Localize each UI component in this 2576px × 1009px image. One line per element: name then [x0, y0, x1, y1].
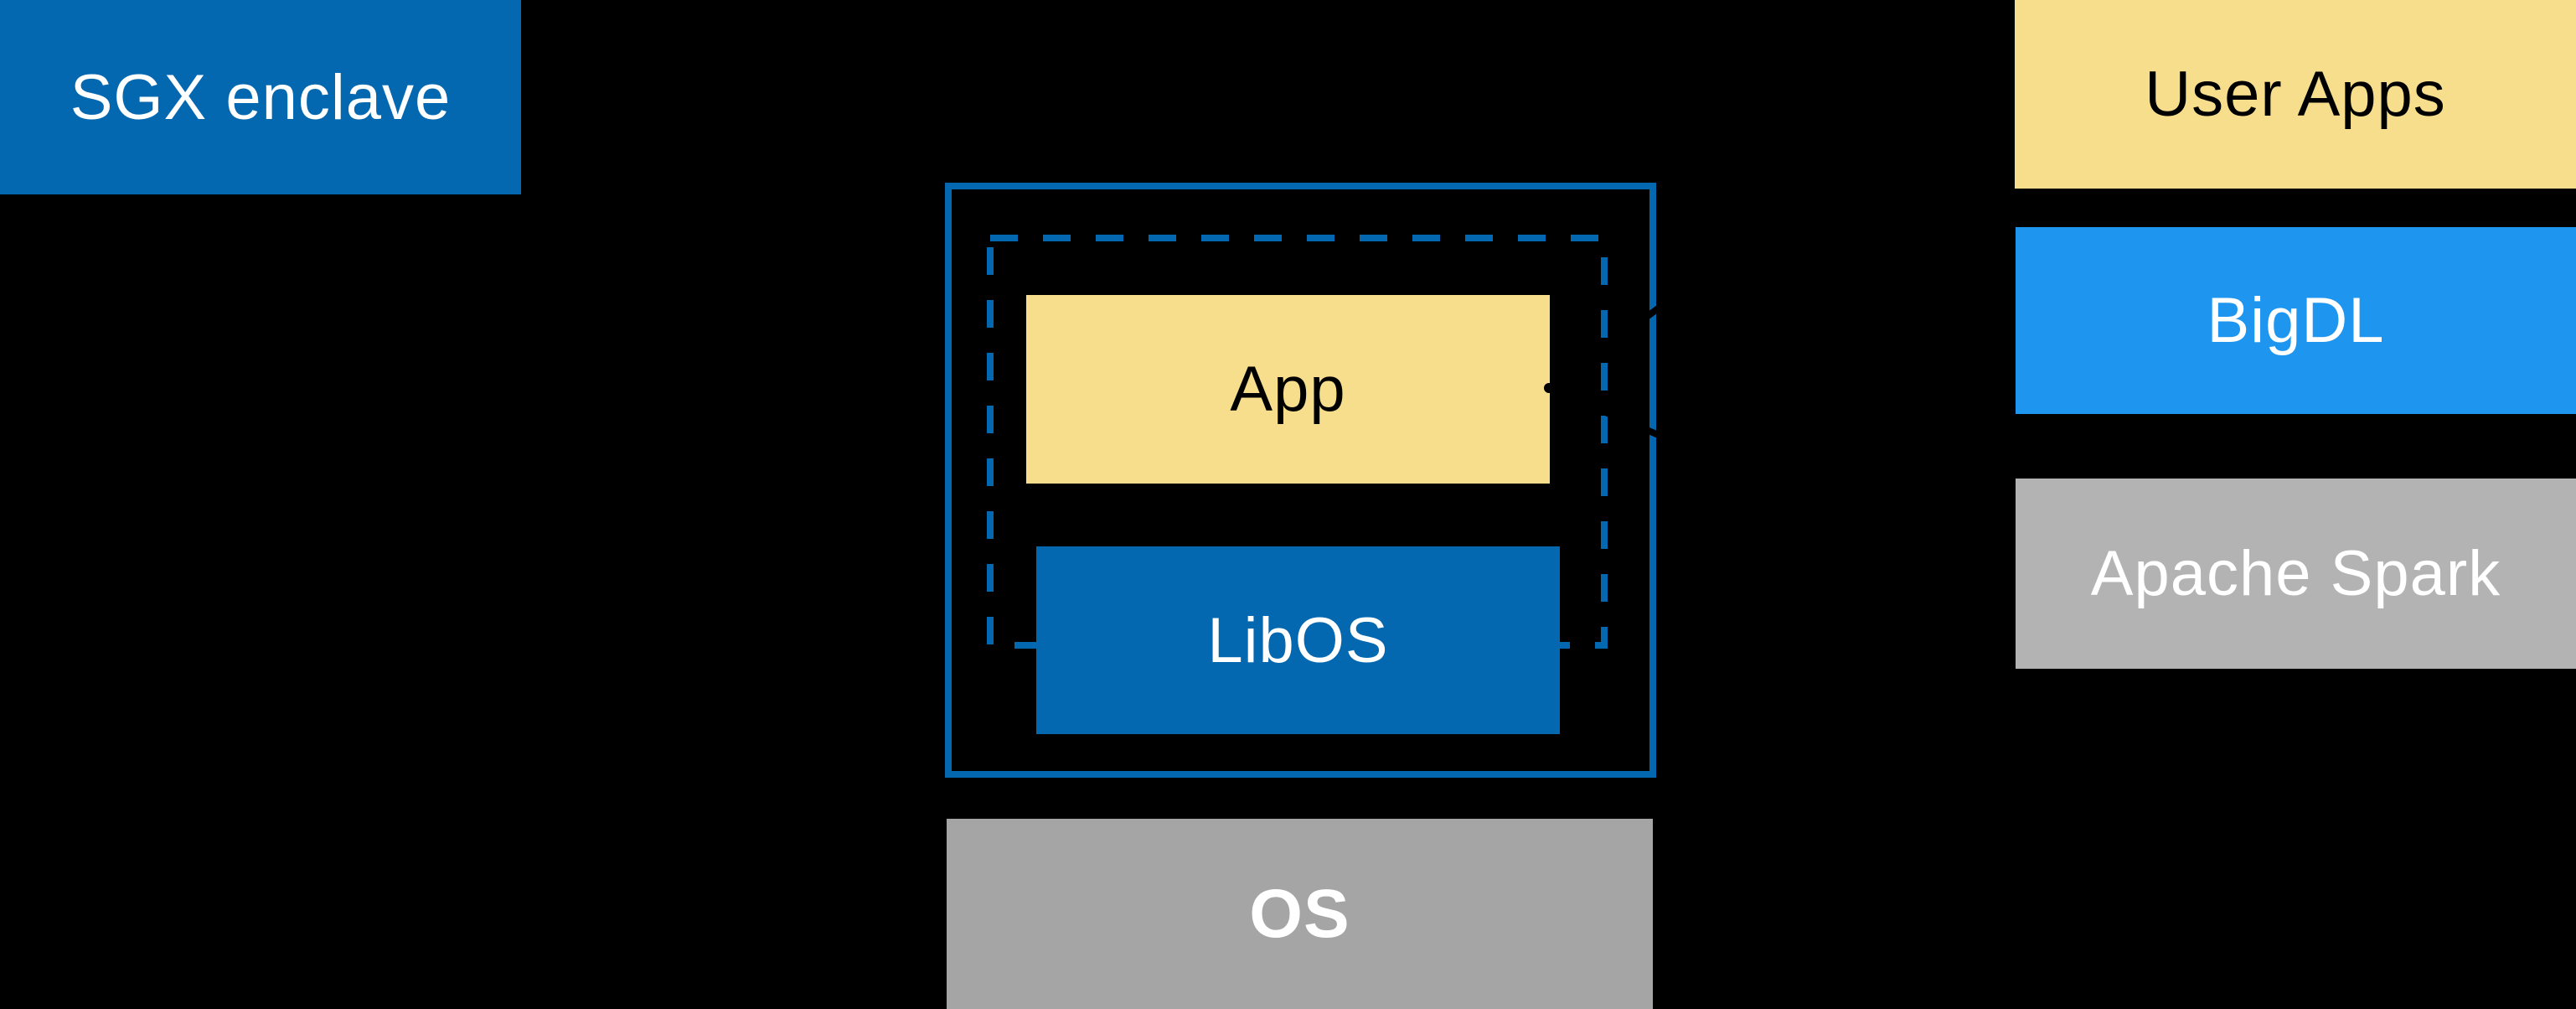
apache-spark-box: Apache Spark — [2016, 479, 2576, 669]
user-apps-label: User Apps — [2145, 59, 2446, 130]
sgx-enclave-box: SGX enclave — [0, 0, 521, 194]
libos-box: LibOS — [1036, 546, 1560, 734]
libos-label: LibOS — [1207, 604, 1389, 676]
bigdl-box: BigDL — [2016, 227, 2576, 414]
os-box: OS — [947, 819, 1653, 1009]
sgx-enclave-label: SGX enclave — [70, 61, 452, 133]
apache-spark-label: Apache Spark — [2090, 538, 2501, 609]
bigdl-label: BigDL — [2207, 285, 2385, 356]
app-label: App — [1230, 354, 1346, 425]
sgx-connector-dot — [514, 510, 524, 520]
app-box: App — [1026, 295, 1550, 484]
user-apps-box: User Apps — [2015, 0, 2576, 189]
sgx-connector-line — [516, 512, 945, 819]
os-label: OS — [1249, 875, 1350, 952]
